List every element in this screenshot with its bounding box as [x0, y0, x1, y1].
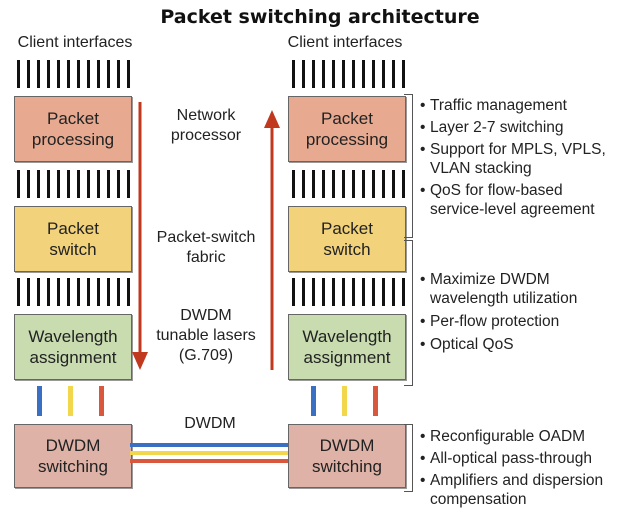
left-ports-between-processing-and-switch	[17, 170, 135, 198]
left-wavelength-line2: assignment	[29, 348, 117, 367]
right-packet-processing-block: Packet processing	[288, 96, 406, 162]
right-packet-switch-line2: switch	[323, 240, 371, 259]
feature-bracket-packet	[404, 94, 413, 238]
feature-item: •Optical QoS	[420, 336, 514, 353]
feature-bracket-wavelength	[404, 240, 413, 386]
lasers-line1: DWDM	[180, 307, 232, 324]
right-client-ports-top	[292, 60, 410, 88]
left-packet-processing-block: Packet processing	[14, 96, 132, 162]
feature-traffic-management: Traffic management	[430, 97, 567, 114]
dwdm-features-list: •Reconfigurable OADM •All-optical pass-t…	[420, 427, 638, 509]
left-wavelength-line1: Wavelength	[28, 327, 118, 346]
feature-mpls-line1: Support for MPLS, VPLS,	[430, 141, 606, 158]
left-dwdm-switching-block: DWDM switching	[14, 424, 132, 488]
right-wavelength-line2: assignment	[303, 348, 391, 367]
feature-item: •Per-flow protection	[420, 313, 560, 330]
right-wavelength-assignment-block: Wavelength assignment	[288, 314, 406, 380]
right-dwdm-line2: switching	[312, 457, 382, 476]
right-yellow-fiber	[342, 386, 347, 416]
feature-item: •Layer 2-7 switching	[420, 119, 564, 136]
left-packet-processing-line2: processing	[31, 130, 115, 149]
network-processor-line2: processor	[170, 127, 242, 144]
left-red-fiber	[99, 386, 104, 416]
dwdm-link-yellow-wavelength	[130, 451, 288, 455]
feature-item: •Traffic management	[420, 97, 567, 114]
right-blue-fiber	[311, 386, 316, 416]
feature-layer-switching: Layer 2-7 switching	[430, 119, 564, 136]
tunable-lasers-label: DWDM tunable lasers (G.709)	[141, 306, 271, 366]
switch-fabric-line2: fabric	[186, 249, 226, 266]
left-blue-fiber	[37, 386, 42, 416]
network-processor-line1: Network	[176, 107, 236, 124]
left-packet-processing-line1: Packet	[47, 109, 99, 128]
left-packet-switch-block: Packet switch	[14, 206, 132, 272]
feature-item: •Reconfigurable OADM	[420, 428, 586, 445]
packet-features-list: •Traffic management •Layer 2-7 switching…	[420, 96, 638, 219]
feature-per-flow-protection: Per-flow protection	[430, 313, 560, 330]
right-packet-processing-line1: Packet	[321, 109, 373, 128]
right-packet-switch-line1: Packet	[321, 219, 373, 238]
right-dwdm-line1: DWDM	[319, 436, 375, 455]
feature-amplifiers-line1: Amplifiers and dispersion	[430, 472, 604, 489]
left-client-ports-top	[17, 60, 135, 88]
left-client-interfaces-label: Client interfaces	[17, 34, 133, 51]
switch-fabric-line1: Packet-switch	[156, 229, 256, 246]
right-packet-switch-block: Packet switch	[288, 206, 406, 272]
feature-amplifiers-line2: compensation	[430, 491, 527, 508]
left-packet-switch-line2: switch	[49, 240, 97, 259]
feature-qos-line2: service-level agreement	[430, 201, 595, 218]
right-client-interfaces-label: Client interfaces	[287, 34, 403, 51]
lasers-line2: tunable lasers	[156, 327, 256, 344]
feature-maximize-line2: wavelength utilization	[430, 290, 578, 307]
network-processor-label: Network processor	[146, 106, 266, 146]
left-packet-switch-line1: Packet	[47, 219, 99, 238]
left-yellow-fiber	[68, 386, 73, 416]
right-wavelength-line1: Wavelength	[302, 327, 392, 346]
feature-mpls-line2: VLAN stacking	[430, 160, 532, 177]
feature-reconfigurable-oadm: Reconfigurable OADM	[430, 428, 586, 445]
right-dwdm-switching-block: DWDM switching	[288, 424, 406, 488]
feature-bracket-dwdm	[404, 424, 413, 492]
dwdm-link-label: DWDM	[184, 415, 236, 432]
right-ports-between-processing-and-switch	[292, 170, 410, 198]
feature-qos-line1: QoS for flow-based	[430, 182, 563, 199]
lasers-line3: (G.709)	[178, 347, 234, 364]
left-ports-between-switch-and-wavelength	[17, 278, 135, 306]
downward-flow-arrow	[132, 102, 148, 370]
right-red-fiber	[373, 386, 378, 416]
diagram-title: Packet switching architecture	[160, 6, 480, 28]
left-dwdm-line2: switching	[38, 457, 108, 476]
right-ports-between-switch-and-wavelength	[292, 278, 410, 306]
feature-maximize-line1: Maximize DWDM	[430, 271, 550, 288]
feature-all-optical: All-optical pass-through	[430, 450, 592, 467]
dwdm-link-red-wavelength	[130, 459, 288, 463]
packet-switch-fabric-label: Packet-switch fabric	[141, 228, 271, 268]
left-wavelength-assignment-block: Wavelength assignment	[14, 314, 132, 380]
feature-optical-qos: Optical QoS	[430, 336, 514, 353]
left-dwdm-line1: DWDM	[45, 436, 101, 455]
upward-flow-arrow	[264, 110, 280, 370]
feature-item: •Support for MPLS, VPLS,VLAN stacking	[420, 140, 638, 178]
feature-item: •All-optical pass-through	[420, 450, 592, 467]
dwdm-link-blue-wavelength	[130, 443, 288, 447]
right-packet-processing-line2: processing	[305, 130, 389, 149]
